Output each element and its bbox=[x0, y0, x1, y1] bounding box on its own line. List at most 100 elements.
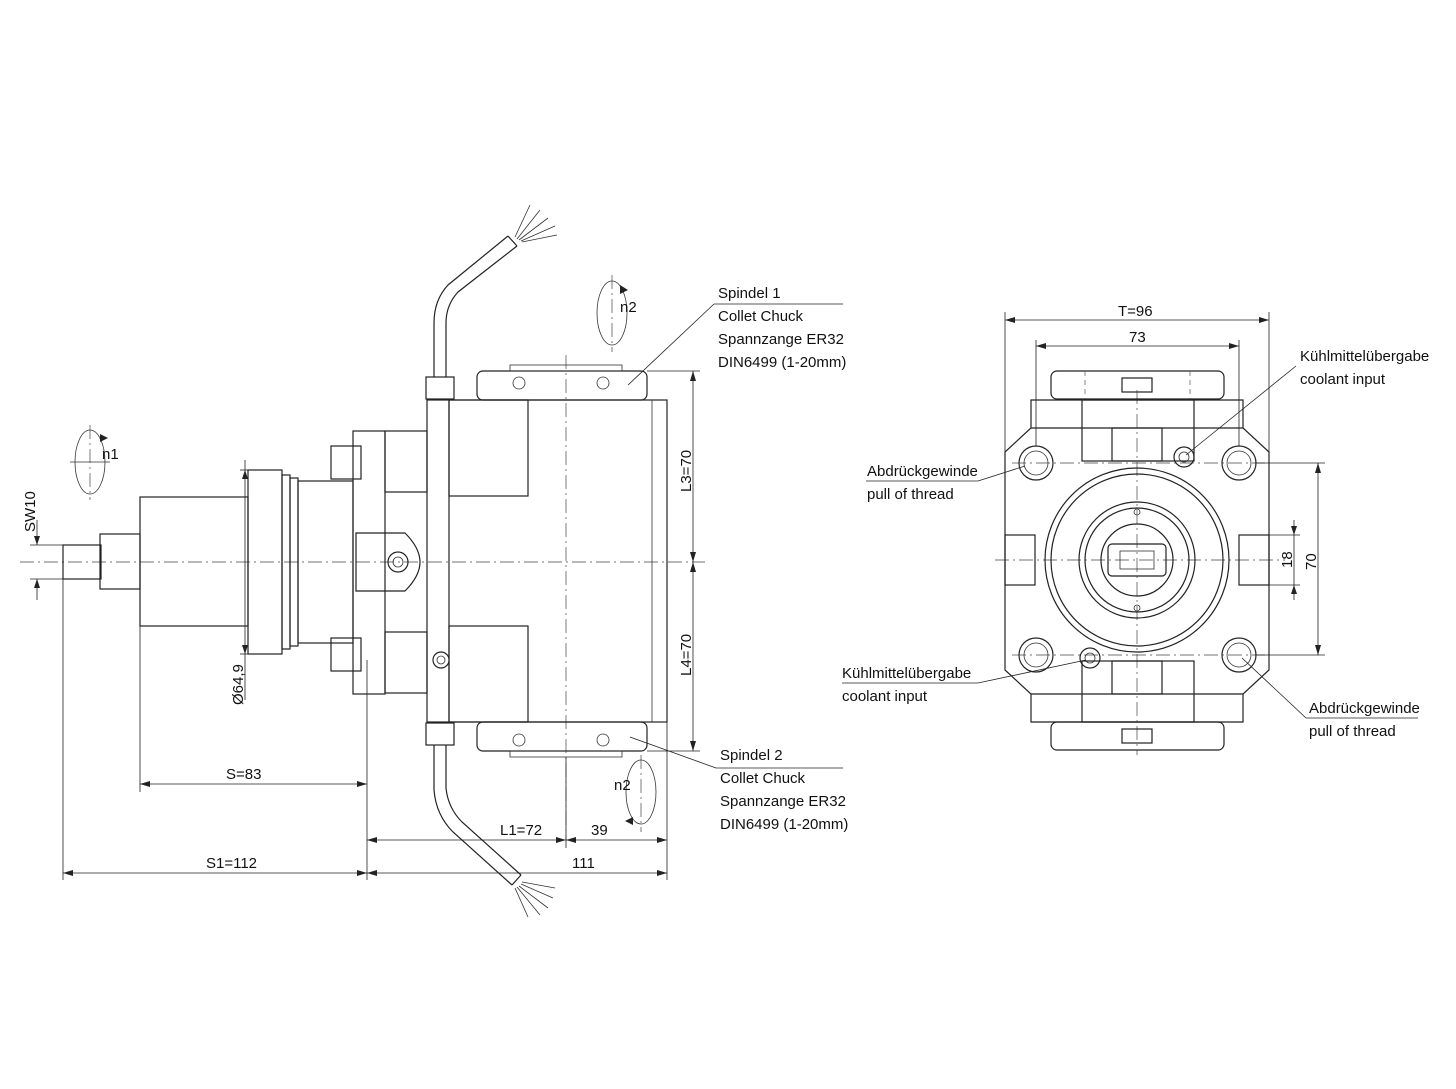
dim-overall-label: 111 bbox=[572, 855, 595, 872]
coolant-plug bbox=[432, 651, 450, 669]
front-bottom-nut bbox=[1121, 728, 1153, 744]
callout-coolant-top-line-1: Kühlmittelübergabe bbox=[1300, 348, 1429, 365]
lower-boss bbox=[384, 631, 428, 694]
front-right-lug bbox=[1238, 534, 1270, 586]
spindle2-leader bbox=[629, 736, 843, 769]
coolant-port-bottom bbox=[1079, 647, 1101, 669]
dim-offset-label: 39 bbox=[591, 822, 608, 839]
front-bottom-slot bbox=[1111, 660, 1163, 695]
input-shaft bbox=[62, 544, 102, 580]
front-chuck-outer bbox=[1078, 501, 1196, 619]
front-bottom-neck bbox=[1081, 660, 1195, 723]
front-chuck-mid bbox=[1084, 507, 1190, 613]
coolant-port-bottom-inner bbox=[1084, 652, 1096, 664]
rotation-n1-symbol bbox=[70, 425, 110, 500]
spindle2-line-1: Spindel 2 bbox=[720, 747, 783, 764]
spindle1-leader bbox=[627, 303, 843, 386]
shaft-collar bbox=[99, 533, 141, 590]
coolant-plug-inner bbox=[436, 655, 446, 665]
rotation-n1-label: n1 bbox=[102, 446, 119, 463]
dim-l3-l4 bbox=[647, 370, 700, 752]
dim-diameter bbox=[240, 460, 248, 700]
spindle1-top-bar bbox=[509, 364, 623, 372]
dim-width-label: 73 bbox=[1129, 329, 1146, 346]
front-view: T=96 73 18 70 Kühlmittelü bbox=[842, 303, 1429, 755]
dim-s bbox=[139, 626, 368, 880]
clamp-screw bbox=[387, 551, 409, 573]
coolant-port-top bbox=[1173, 446, 1195, 468]
spindle2-nut bbox=[476, 721, 648, 752]
spindle2-hole-2 bbox=[596, 733, 610, 747]
front-pin-bottom bbox=[1133, 604, 1141, 612]
dim-small bbox=[1269, 520, 1300, 600]
callout-coolant-bottom-leader bbox=[842, 659, 1087, 684]
dim-l3-label: L3=70 bbox=[678, 450, 695, 492]
dim-height-label: 70 bbox=[1303, 553, 1320, 570]
spindle2-hole-1 bbox=[512, 733, 526, 747]
rotation-n2-bottom-symbol bbox=[625, 755, 657, 832]
spindle1-line-4: DIN6499 (1-20mm) bbox=[718, 354, 846, 371]
dim-s1-label: S1=112 bbox=[206, 855, 257, 872]
dim-t-label: T=96 bbox=[1118, 303, 1153, 320]
rotation-n2-bottom-label: n2 bbox=[614, 777, 631, 794]
front-housing-circle-2 bbox=[1050, 473, 1224, 647]
coolant-port-top-inner bbox=[1178, 451, 1190, 463]
callout-coolant-bottom-line-2: coolant input bbox=[842, 688, 928, 705]
rotation-n2-top-symbol bbox=[596, 275, 628, 352]
front-top-neck bbox=[1081, 399, 1195, 462]
callout-coolant-top-line-2: coolant input bbox=[1300, 371, 1386, 388]
front-drive-slot bbox=[1107, 543, 1167, 577]
dim-overall bbox=[367, 870, 667, 876]
front-bottom-bar bbox=[1050, 721, 1225, 751]
dim-s1 bbox=[62, 579, 367, 880]
dim-sw10-label: SW10 bbox=[22, 491, 39, 532]
dim-diameter-label: Ø64,9 bbox=[230, 664, 247, 705]
front-top-slot bbox=[1111, 427, 1163, 462]
front-top-nut bbox=[1121, 377, 1153, 393]
lower-neck bbox=[448, 625, 529, 723]
front-top-bar bbox=[1050, 370, 1225, 400]
front-drive-key bbox=[1119, 550, 1155, 570]
callout-pull-right-line-1: Abdrückgewinde bbox=[1309, 700, 1420, 717]
main-housing bbox=[426, 399, 668, 723]
center-clamp bbox=[355, 532, 421, 592]
spindle2-line-3: Spannzange ER32 bbox=[720, 793, 846, 810]
dim-l1-label: L1=72 bbox=[500, 822, 542, 839]
dim-small-label: 18 bbox=[1279, 551, 1296, 568]
dim-l4-label: L4=70 bbox=[678, 634, 695, 676]
front-pin-top bbox=[1133, 508, 1141, 516]
dim-sw10 bbox=[30, 520, 63, 600]
spindle1-line-2: Collet Chuck bbox=[718, 308, 804, 325]
front-corner-holes bbox=[1018, 445, 1257, 673]
adapter-block bbox=[352, 430, 386, 695]
dim-t bbox=[1004, 312, 1270, 452]
callout-pull-right-leader bbox=[1241, 657, 1418, 719]
clamp-lug-top bbox=[330, 445, 362, 480]
callout-pull-left-line-2: pull of thread bbox=[867, 486, 954, 503]
dim-height bbox=[1255, 462, 1325, 656]
callout-pull-left-line-1: Abdrückgewinde bbox=[867, 463, 978, 480]
spindle2-line-2: Collet Chuck bbox=[720, 770, 806, 787]
callout-pull-right-line-2: pull of thread bbox=[1309, 723, 1396, 740]
spindle1-line-1: Spindel 1 bbox=[718, 285, 781, 302]
front-left-lug bbox=[1004, 534, 1036, 586]
spindle1-line-3: Spannzange ER32 bbox=[718, 331, 844, 348]
dim-s-label: S=83 bbox=[226, 766, 261, 783]
spindle1-hole-2 bbox=[596, 376, 610, 390]
spindle1-hole-1 bbox=[512, 376, 526, 390]
rotation-n2-top-label: n2 bbox=[620, 299, 637, 316]
dim-width bbox=[1035, 340, 1240, 446]
clamp-screw-inner bbox=[392, 556, 404, 568]
callout-coolant-top-leader bbox=[1185, 365, 1297, 456]
clamp-lug-bottom bbox=[330, 637, 362, 672]
front-chuck-inner bbox=[1100, 523, 1174, 597]
side-view: n1 n2 n2 SW10 bbox=[20, 204, 848, 918]
front-housing-circle bbox=[1044, 467, 1230, 653]
upper-neck bbox=[448, 399, 529, 497]
upper-boss bbox=[384, 430, 428, 493]
coolant-hose-bottom bbox=[425, 722, 556, 918]
callout-pull-left-leader bbox=[866, 465, 1026, 482]
spindle1-nut bbox=[476, 370, 648, 401]
dim-l1 bbox=[367, 722, 668, 880]
